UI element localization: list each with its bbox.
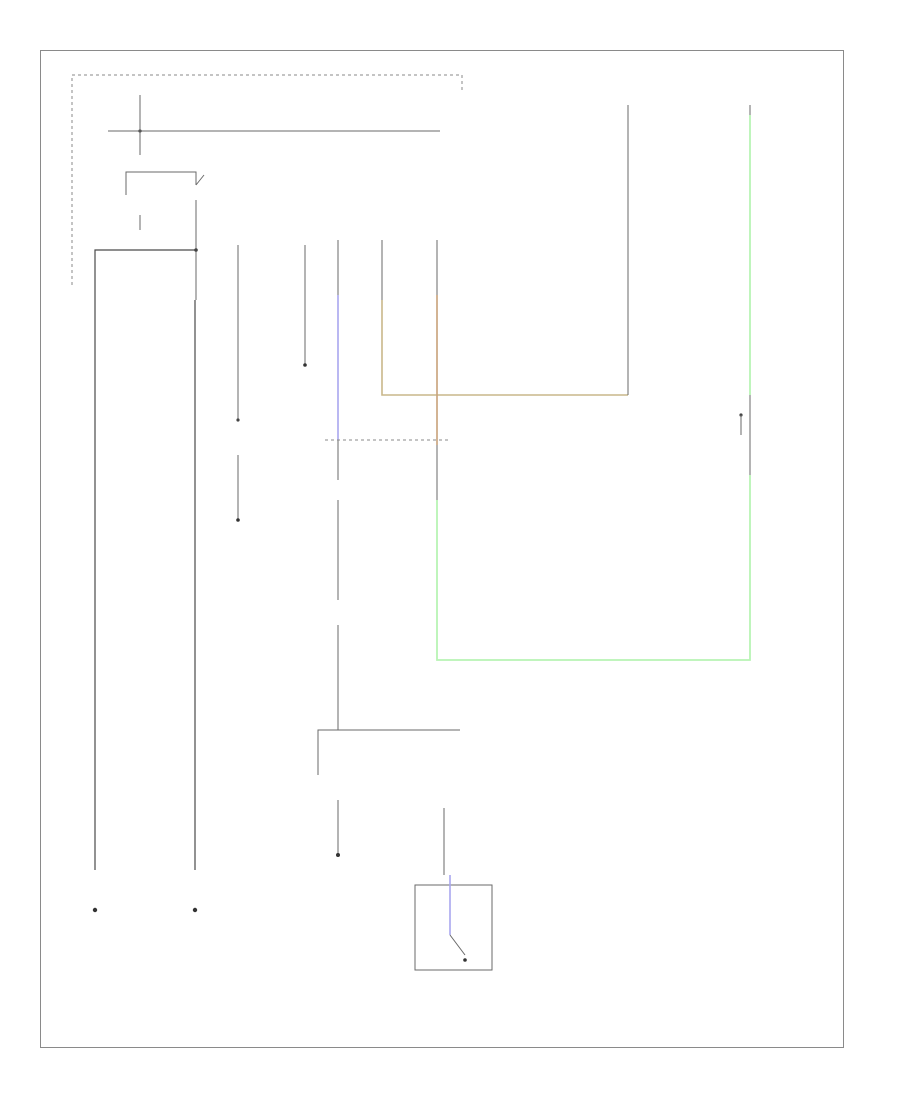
diagram-frame (40, 50, 844, 1048)
switch-block (125, 171, 205, 300)
bottom-switch-box (414, 808, 493, 971)
right-side-items (739, 413, 743, 435)
top-feed-line (108, 95, 440, 155)
left-ground-wire (92, 248, 198, 913)
top-feed-dashed (71, 74, 463, 285)
lower-module (317, 729, 460, 857)
green-wire (436, 115, 751, 661)
right-top-wire (627, 105, 751, 150)
tan-wire (381, 150, 629, 396)
signal-wire-2 (303, 245, 307, 367)
signal-wire-1 (236, 245, 240, 522)
